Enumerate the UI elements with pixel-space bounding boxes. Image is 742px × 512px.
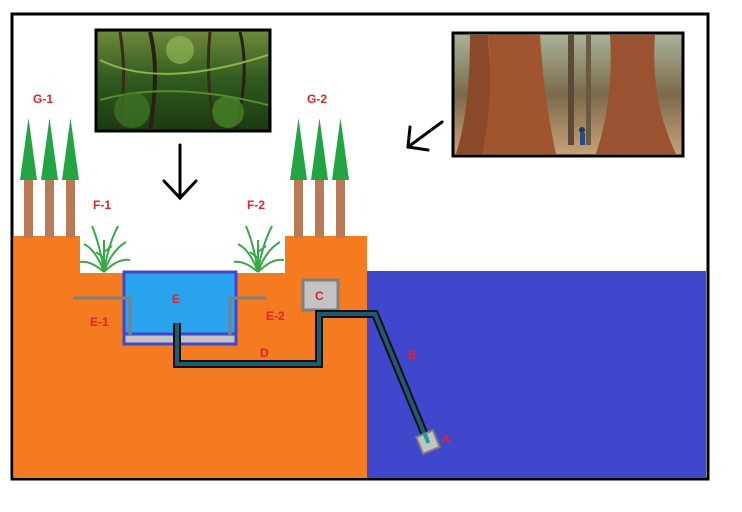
label-b: B — [408, 348, 417, 362]
label-g2: G-2 — [307, 92, 327, 106]
fern-f2 — [233, 225, 285, 273]
down-arrow — [162, 143, 198, 201]
label-d: D — [260, 346, 269, 360]
pipe-e2 — [228, 296, 266, 336]
label-a: A — [442, 432, 451, 446]
label-f1: F-1 — [93, 198, 111, 212]
sea-area — [367, 271, 706, 478]
label-g1: G-1 — [33, 92, 53, 106]
diagonal-arrow — [406, 120, 444, 152]
fern-f1 — [79, 225, 131, 273]
tree-group-g2 — [290, 118, 349, 238]
pipe-e1 — [73, 296, 132, 336]
tree-group-g1 — [20, 118, 79, 238]
label-f2: F-2 — [247, 198, 265, 212]
intake-a — [414, 428, 442, 456]
label-e2: E-2 — [266, 309, 285, 323]
box-c — [301, 278, 340, 312]
pipe-d — [175, 312, 429, 441]
redwood-forest-photo — [451, 31, 685, 158]
label-c: C — [315, 289, 324, 303]
jungle-photo — [94, 28, 272, 133]
label-e1: E-1 — [90, 315, 109, 329]
label-e: E — [172, 292, 180, 306]
